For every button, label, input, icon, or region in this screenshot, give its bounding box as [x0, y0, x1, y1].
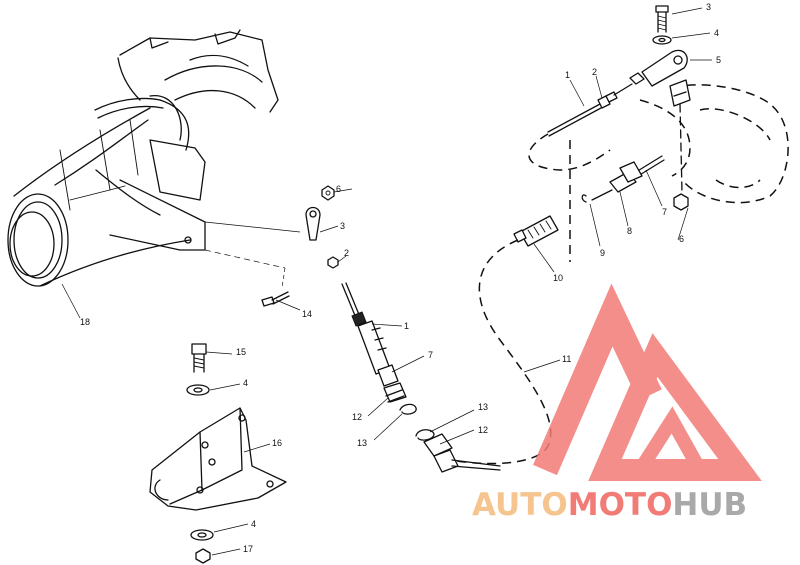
callout-6-right: 6: [679, 234, 684, 244]
callout-4-top: 4: [714, 28, 719, 38]
callout-1-top: 1: [565, 70, 570, 80]
callout-7-right: 7: [662, 207, 667, 217]
callout-labels: 3 4 5 1 2 7 8 9 10 6 11 6 3 2 14 18: [61, 2, 721, 556]
center-hardware-drawing: [261, 185, 339, 307]
callout-9: 9: [600, 248, 605, 258]
callout-18: 18: [80, 317, 90, 327]
callout-17: 17: [243, 544, 253, 554]
callout-12-left: 12: [352, 412, 362, 422]
automotohub-logo: [533, 283, 762, 481]
callout-4-bottom: 4: [251, 519, 256, 529]
callout-3-top: 3: [706, 2, 711, 12]
callout-7-center: 7: [428, 350, 433, 360]
lower-bracket-hardware-drawing: [149, 343, 287, 564]
callout-4-middle: 4: [243, 378, 248, 388]
callout-2-top: 2: [592, 67, 597, 77]
transaxle-housing-drawing: [7, 29, 301, 289]
callout-10: 10: [553, 273, 563, 283]
watermark-wordmark: AUTOMOTOHUB: [472, 487, 747, 523]
callout-6-center: 6: [336, 184, 341, 194]
callout-13-left: 13: [357, 438, 367, 448]
callout-5: 5: [716, 55, 721, 65]
callout-15: 15: [236, 347, 246, 357]
callout-12-right: 12: [478, 425, 488, 435]
callout-14: 14: [302, 309, 312, 319]
callout-8-right: 8: [627, 226, 632, 236]
lower-cable-end-drawing: [415, 429, 501, 473]
callout-13-right: 13: [478, 402, 488, 412]
right-upper-assembly-drawing: [449, 5, 789, 465]
callout-3-center: 3: [340, 221, 345, 231]
callout-16: 16: [272, 438, 282, 448]
callout-2-center: 2: [344, 248, 349, 258]
callout-1-center: 1: [404, 321, 409, 331]
center-cable-drawing: [341, 282, 417, 415]
callout-11: 11: [562, 354, 571, 364]
